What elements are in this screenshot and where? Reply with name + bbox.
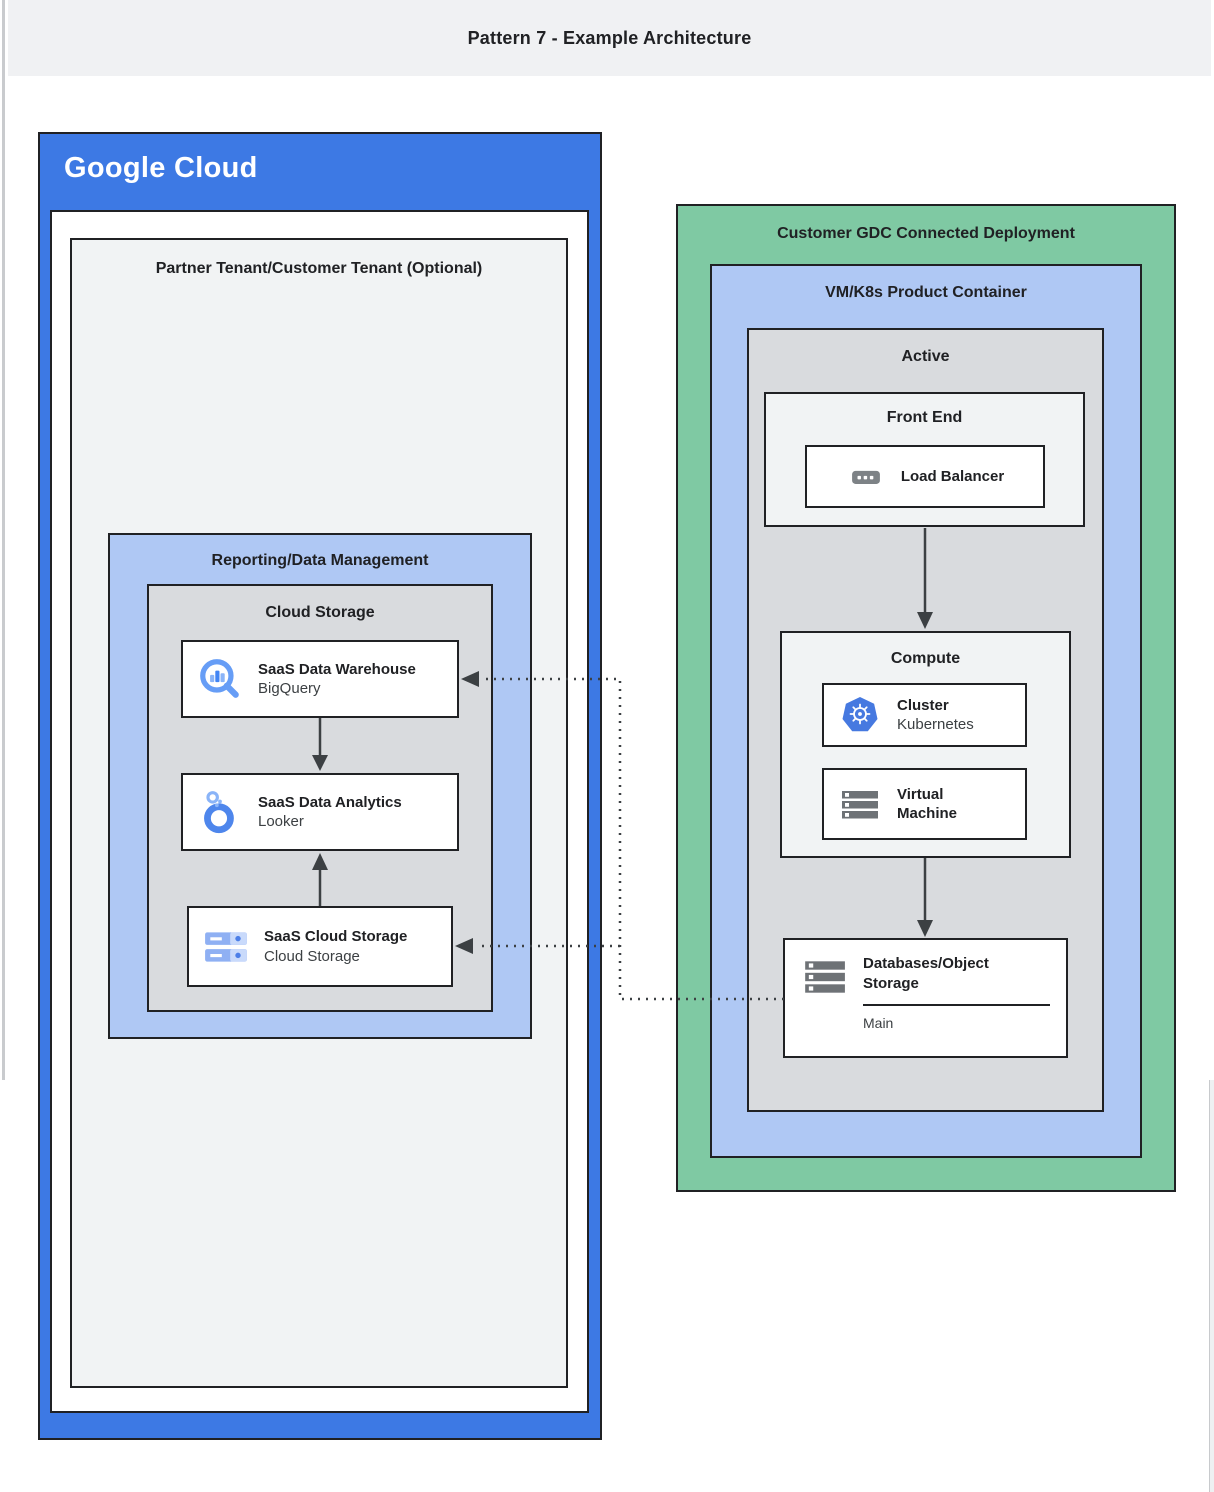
cluster-subtitle: Kubernetes xyxy=(897,716,974,733)
load-balancer-title: Load Balancer xyxy=(900,467,1005,485)
saas-data-warehouse-title: SaaS Data Warehouse xyxy=(258,660,416,678)
looker-icon xyxy=(204,791,234,834)
page-title: Pattern 7 - Example Architecture xyxy=(467,27,752,48)
compute-title: Compute xyxy=(890,650,961,667)
page-edge-right xyxy=(1209,1080,1214,1492)
saas-data-warehouse-node: SaaS Data Warehouse BigQuery xyxy=(181,640,459,718)
bigquery-icon xyxy=(200,659,239,698)
virtual-machine-icon xyxy=(842,791,878,819)
google-cloud-logo: Google Cloud xyxy=(64,152,258,184)
partner-tenant-title: Partner Tenant/Customer Tenant (Optional… xyxy=(155,260,483,277)
page-edge-left xyxy=(2,0,5,1080)
saas-data-analytics-node: SaaS Data Analytics Looker xyxy=(181,773,459,851)
virtual-machine-title: Virtual Machine xyxy=(897,785,958,823)
databases-main-label: Main xyxy=(863,1014,894,1031)
databases-title: Databases/Object Storage xyxy=(863,955,989,993)
header-band: Pattern 7 - Example Architecture xyxy=(8,0,1211,76)
virtual-machine-node: Virtual Machine xyxy=(822,768,1027,840)
saas-cloud-storage-subtitle: Cloud Storage xyxy=(264,947,360,965)
cloud-storage-icon xyxy=(205,931,247,962)
load-balancer-node: Load Balancer xyxy=(805,445,1045,508)
active-title: Active xyxy=(901,348,950,365)
load-balancer-icon xyxy=(851,470,880,484)
databases-object-storage-node: Databases/Object Storage Main xyxy=(783,938,1068,1058)
databases-divider xyxy=(863,1003,1050,1006)
saas-data-warehouse-subtitle: BigQuery xyxy=(258,680,321,697)
vmk8s-title: VM/K8s Product Container xyxy=(825,284,1027,301)
saas-data-analytics-subtitle: Looker xyxy=(258,813,304,830)
cluster-node: Cluster Kubernetes xyxy=(822,683,1027,747)
gdc-title: Customer GDC Connected Deployment xyxy=(777,225,1075,242)
cloud-storage-group-title: Cloud Storage xyxy=(265,604,375,621)
databases-icon xyxy=(805,961,845,993)
saas-cloud-storage-title: SaaS Cloud Storage xyxy=(264,928,408,945)
reporting-title: Reporting/Data Management xyxy=(211,552,429,569)
front-end-title: Front End xyxy=(886,409,963,426)
saas-data-analytics-title: SaaS Data Analytics xyxy=(258,793,402,811)
cluster-title: Cluster xyxy=(897,696,949,714)
kubernetes-icon xyxy=(842,697,878,732)
saas-cloud-storage-node: SaaS Cloud Storage Cloud Storage xyxy=(187,906,453,987)
